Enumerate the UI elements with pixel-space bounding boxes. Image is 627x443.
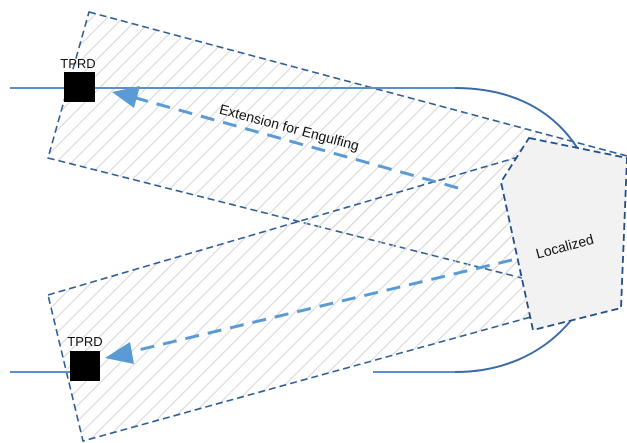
extension-arrow-lower-shaft [129,258,513,354]
tprd-bottom-device [70,351,100,381]
tprd-top-device [64,72,95,102]
extension-arrow-lower-head [105,342,134,364]
extension-arrow-upper-head [112,86,140,108]
localized-region [500,136,627,332]
extension-arrow-upper-shaft [135,96,459,190]
tprd-top-label: TPRD [60,56,95,71]
tprd-bottom-label: TPRD [67,334,102,349]
